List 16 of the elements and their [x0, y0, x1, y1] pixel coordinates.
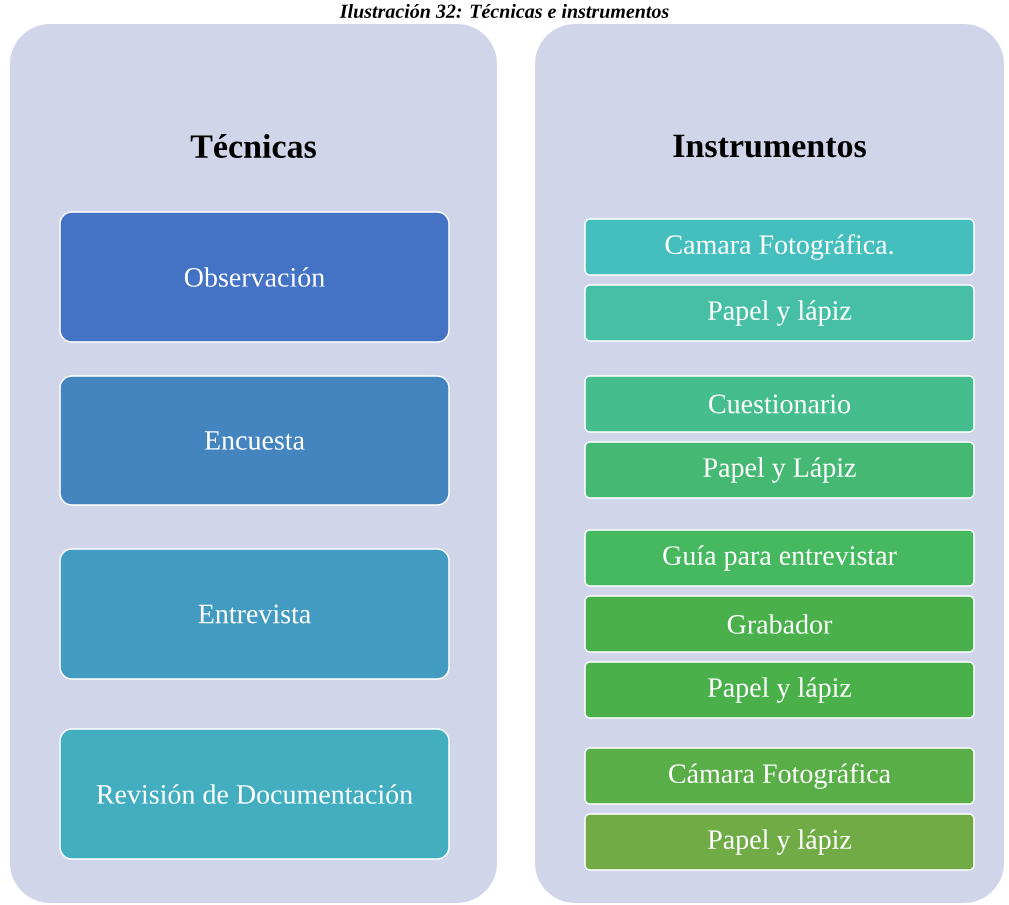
technique-box: Revisión de Documentación [59, 728, 450, 860]
instrument-box: Guía para entrevistar [584, 529, 975, 587]
instrument-box: Cámara Fotográfica [584, 747, 975, 805]
technique-box: Entrevista [59, 548, 450, 680]
instrument-box: Cuestionario [584, 375, 975, 433]
instrument-box: Camara Fotográfica. [584, 218, 975, 276]
panel-heading: Instrumentos [673, 134, 866, 158]
instrument-box: Papel y lápiz [584, 813, 975, 871]
instrument-box: Papel y lápiz [584, 661, 975, 719]
figure-title: Ilustración 32: Técnicas e instrumentos [339, 3, 669, 19]
technique-box: Observación [59, 211, 450, 343]
instrument-box: Grabador [584, 595, 975, 653]
panel-heading: Técnicas [190, 134, 316, 158]
instrument-box: Papel y Lápiz [584, 441, 975, 499]
technique-box: Encuesta [59, 375, 450, 506]
instrument-box: Papel y lápiz [584, 284, 975, 342]
